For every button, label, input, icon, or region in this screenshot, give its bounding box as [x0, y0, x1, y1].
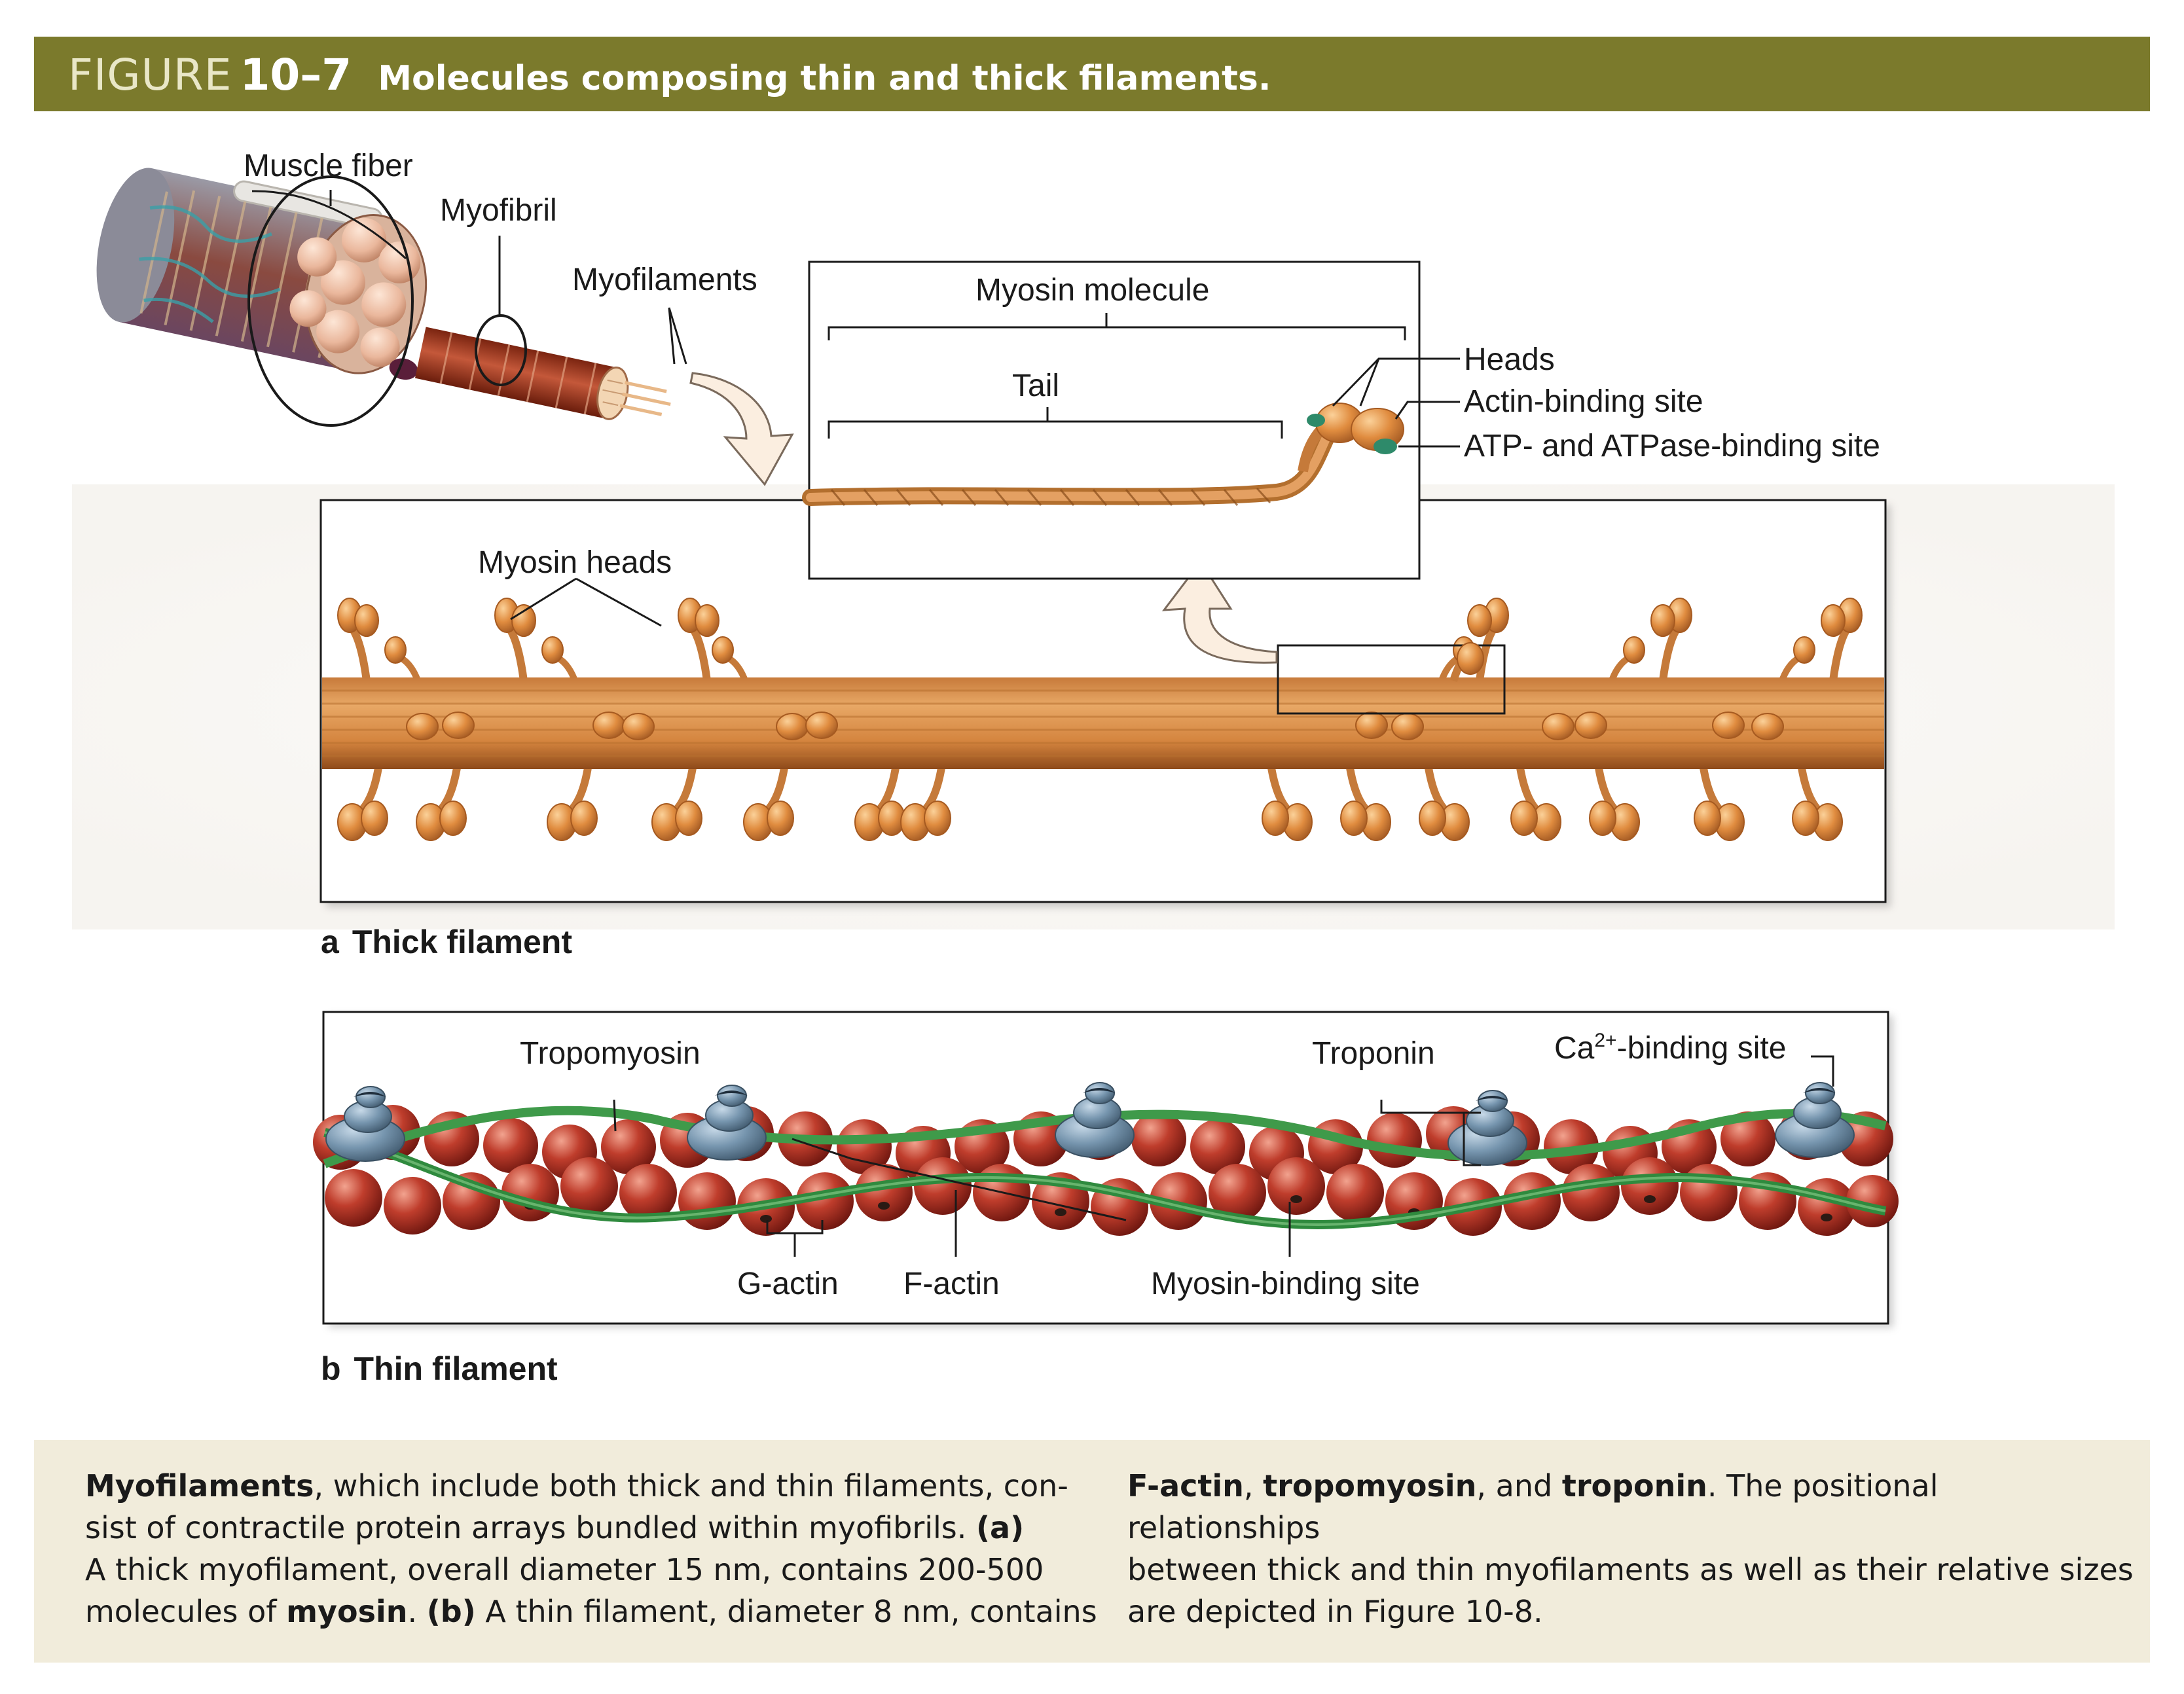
arrow-to-myosin-molecule [689, 372, 794, 486]
label-tail: Tail [1012, 369, 1060, 403]
myosin-molecule-bracket [828, 313, 1406, 340]
panel-b-title: Thin filament [354, 1350, 558, 1387]
tail-bracket [828, 407, 1283, 439]
tropomyosin-leader [613, 1099, 617, 1132]
upper-myosin-heads [337, 598, 1863, 681]
muscle-fiber-outline [247, 175, 414, 427]
caption-term-myosin: myosin [286, 1594, 408, 1629]
caption-text: are depicted in Figure 10-8. [1127, 1594, 1543, 1629]
label-g-actin: G-actin [737, 1267, 839, 1301]
label-myosin-binding-site: Myosin-binding site [1151, 1267, 1420, 1301]
caption-term-f-actin: F-actin [1127, 1468, 1244, 1504]
label-myofilaments: Myofilaments [572, 262, 757, 297]
caption-part-a: (a) [976, 1510, 1025, 1545]
caption-text: . The positional relationships [1127, 1468, 1938, 1545]
label-myosin-molecule: Myosin molecule [975, 273, 1210, 308]
caption-text: A thick myofilament, overall diameter 15… [85, 1552, 1044, 1587]
arrow-up-to-myosin-molecule [1161, 560, 1278, 664]
actin-binding-site-dot [1307, 414, 1325, 427]
caption-text: . [407, 1594, 427, 1629]
label-troponin: Troponin [1312, 1036, 1435, 1071]
panel-a-caption: a Thick filament [321, 926, 572, 958]
thick-filament [322, 598, 1884, 841]
label-myosin-heads: Myosin heads [478, 545, 672, 580]
caption-text: between thick and thin myofilaments as w… [1127, 1552, 2134, 1587]
ca-text: Ca [1554, 1031, 1595, 1066]
caption-term-myofilaments: Myofilaments [85, 1468, 314, 1504]
panel-a-title: Thick filament [352, 924, 572, 960]
highlighted-myosin-head [1449, 642, 1484, 682]
tropomyosin-back [323, 1106, 1887, 1168]
g-actin-bracket [766, 1220, 824, 1257]
label-heads: Heads [1464, 342, 1555, 377]
caption-text: molecules of [85, 1594, 287, 1629]
panel-b-letter: b [321, 1350, 341, 1387]
caption-text: , which include both thick and thin fila… [314, 1468, 1068, 1504]
atp-binding-site-dot [1374, 439, 1397, 454]
label-muscle-fiber: Muscle fiber [244, 149, 413, 183]
label-f-actin: F-actin [903, 1267, 1000, 1301]
rod-head-bumps [406, 712, 1784, 740]
caption-box: Myofilaments, which include both thick a… [34, 1440, 2150, 1663]
label-tropomyosin: Tropomyosin [520, 1036, 701, 1071]
figure-number: 10–7 [240, 50, 352, 100]
troponin-leader [1380, 1100, 1481, 1166]
f-actin-leader [792, 1138, 1127, 1257]
label-atp-binding-site: ATP- and ATPase-binding site [1464, 429, 1880, 463]
caption-text: , [1243, 1468, 1264, 1504]
caption-term-tropomyosin: tropomyosin [1263, 1468, 1477, 1504]
caption-column-1: Myofilaments, which include both thick a… [85, 1465, 1119, 1632]
label-myofibril: Myofibril [440, 193, 557, 228]
ca-binding-leader [1811, 1055, 1834, 1087]
caption-term-troponin: troponin [1561, 1468, 1707, 1504]
myosin-molecule [802, 403, 1404, 506]
panel-a-letter: a [321, 924, 339, 960]
caption-text: A thin filament, diameter 8 nm, contains [475, 1594, 1097, 1629]
caption-text: sist of contractile protein arrays bundl… [85, 1510, 976, 1545]
ca-superscript: 2+ [1594, 1030, 1617, 1051]
thick-filament-rod [322, 677, 1884, 769]
figure-word: FIGURE [68, 50, 232, 100]
ca-binding-text: -binding site [1616, 1031, 1787, 1066]
label-ca-binding-site: Ca2+-binding site [1554, 1030, 1787, 1066]
figure-title: Molecules composing thin and thick filam… [378, 59, 1271, 98]
label-actin-binding-site: Actin-binding site [1464, 384, 1703, 419]
muscle-fiber-illustration [96, 168, 671, 427]
thick-filament-highlight-box [1277, 644, 1506, 715]
caption-column-2: F-actin, tropomyosin, and troponin. The … [1127, 1465, 2136, 1632]
panel-b-caption: b Thin filament [321, 1352, 558, 1385]
calcium-binding-caps [354, 1088, 1836, 1101]
caption-text: , and [1476, 1468, 1562, 1504]
caption-part-b: (b) [426, 1594, 476, 1629]
myofibril-outline [475, 314, 527, 386]
